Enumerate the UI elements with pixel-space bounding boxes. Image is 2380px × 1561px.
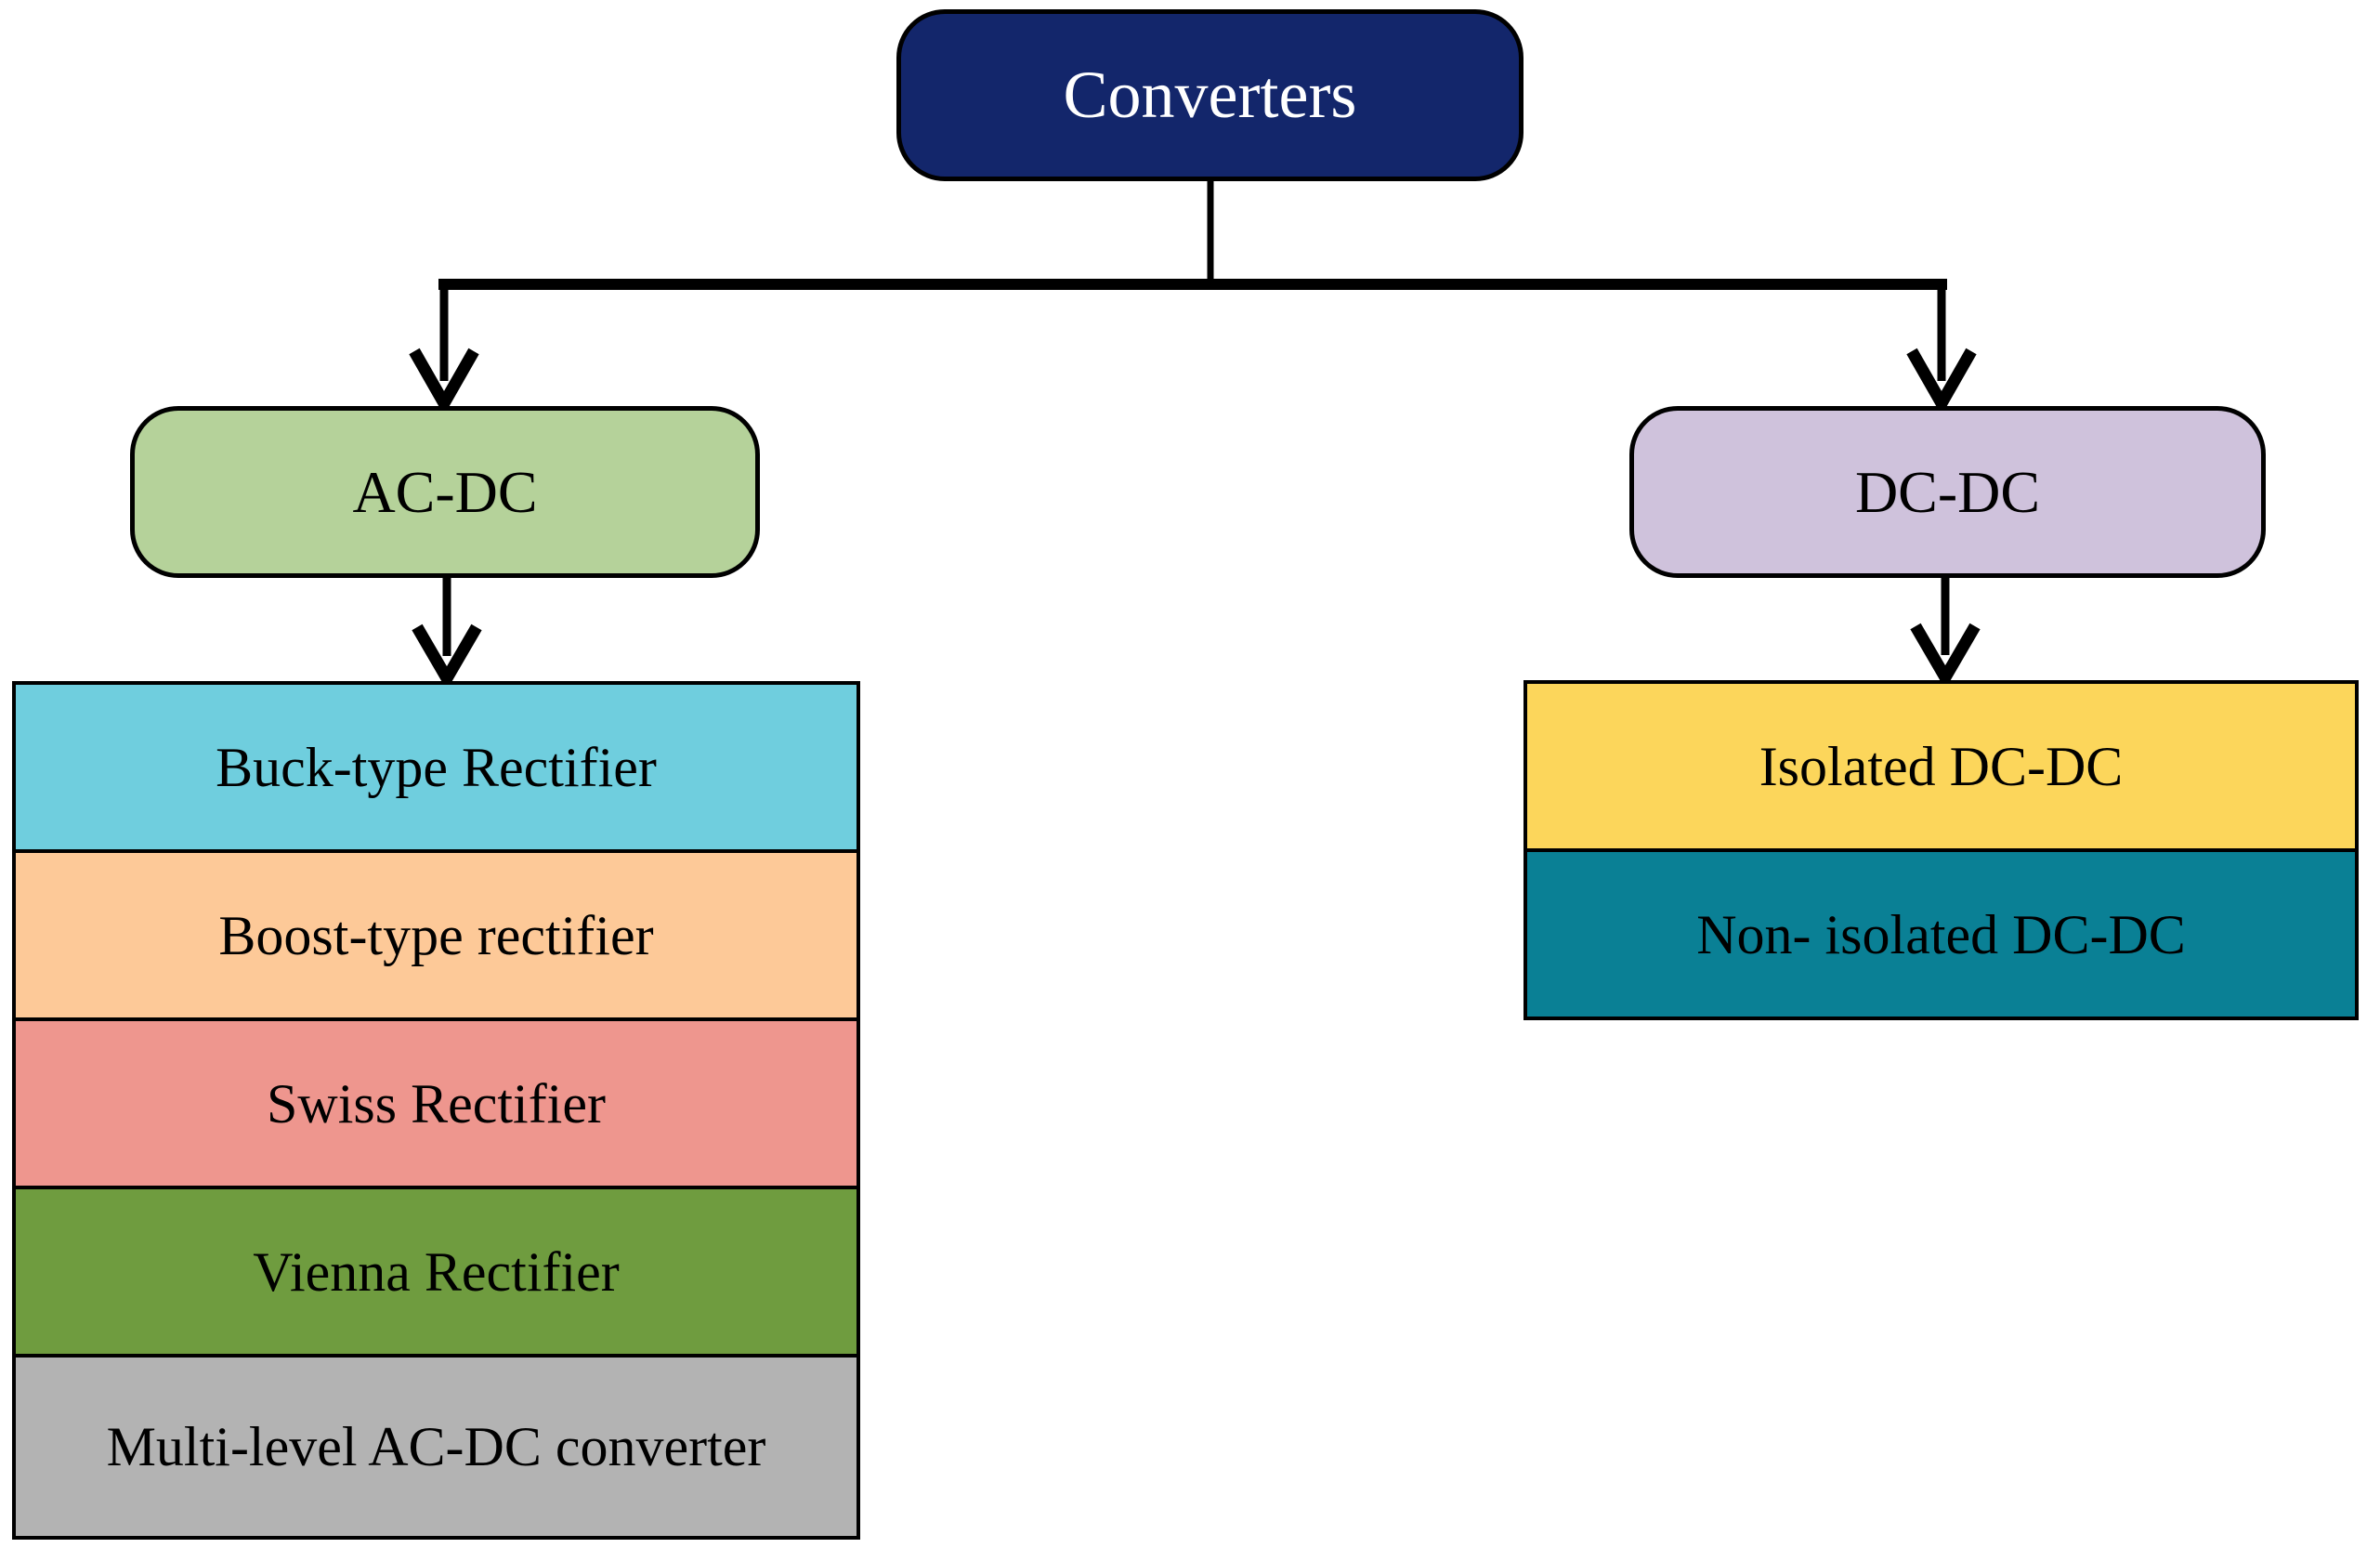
- node-converters-label: Converters: [1063, 58, 1357, 132]
- stack-item-label: Multi-level AC-DC converter: [106, 1416, 766, 1477]
- node-ac-dc-label: AC-DC: [352, 458, 538, 525]
- stack-item-isolated: Isolated DC-DC: [1523, 680, 2359, 852]
- arrowhead-ac-dc-stack: [412, 623, 482, 690]
- stack-item-buck-type: Buck-type Rectifier: [12, 681, 860, 853]
- stack-item-label: Isolated DC-DC: [1759, 735, 2124, 797]
- arrowhead-dc-dc: [1906, 348, 1977, 416]
- stack-item-label: Buck-type Rectifier: [216, 736, 657, 798]
- stack-item-label: Swiss Rectifier: [267, 1072, 606, 1135]
- node-ac-dc: AC-DC: [130, 406, 760, 578]
- stack-item-label: Boost-type rectifier: [218, 904, 654, 966]
- stack-item-boost-type: Boost-type rectifier: [12, 849, 860, 1021]
- stack-item-non-isolated: Non- isolated DC-DC: [1523, 848, 2359, 1020]
- arrowhead-ac-dc: [409, 348, 479, 416]
- stack-item-multi-level: Multi-level AC-DC converter: [12, 1354, 860, 1540]
- arrowhead-dc-dc-stack: [1910, 623, 1981, 689]
- stack-item-label: Non- isolated DC-DC: [1696, 903, 2186, 965]
- stack-item-swiss: Swiss Rectifier: [12, 1017, 860, 1189]
- ac-dc-stack: Buck-type Rectifier Boost-type rectifier…: [12, 681, 860, 1540]
- node-dc-dc-label: DC-DC: [1854, 458, 2041, 525]
- dc-dc-stack: Isolated DC-DC Non- isolated DC-DC: [1523, 680, 2359, 1020]
- node-dc-dc: DC-DC: [1629, 406, 2266, 578]
- node-converters: Converters: [896, 9, 1523, 181]
- stack-item-vienna: Vienna Rectifier: [12, 1186, 860, 1358]
- stack-item-label: Vienna Rectifier: [253, 1240, 620, 1303]
